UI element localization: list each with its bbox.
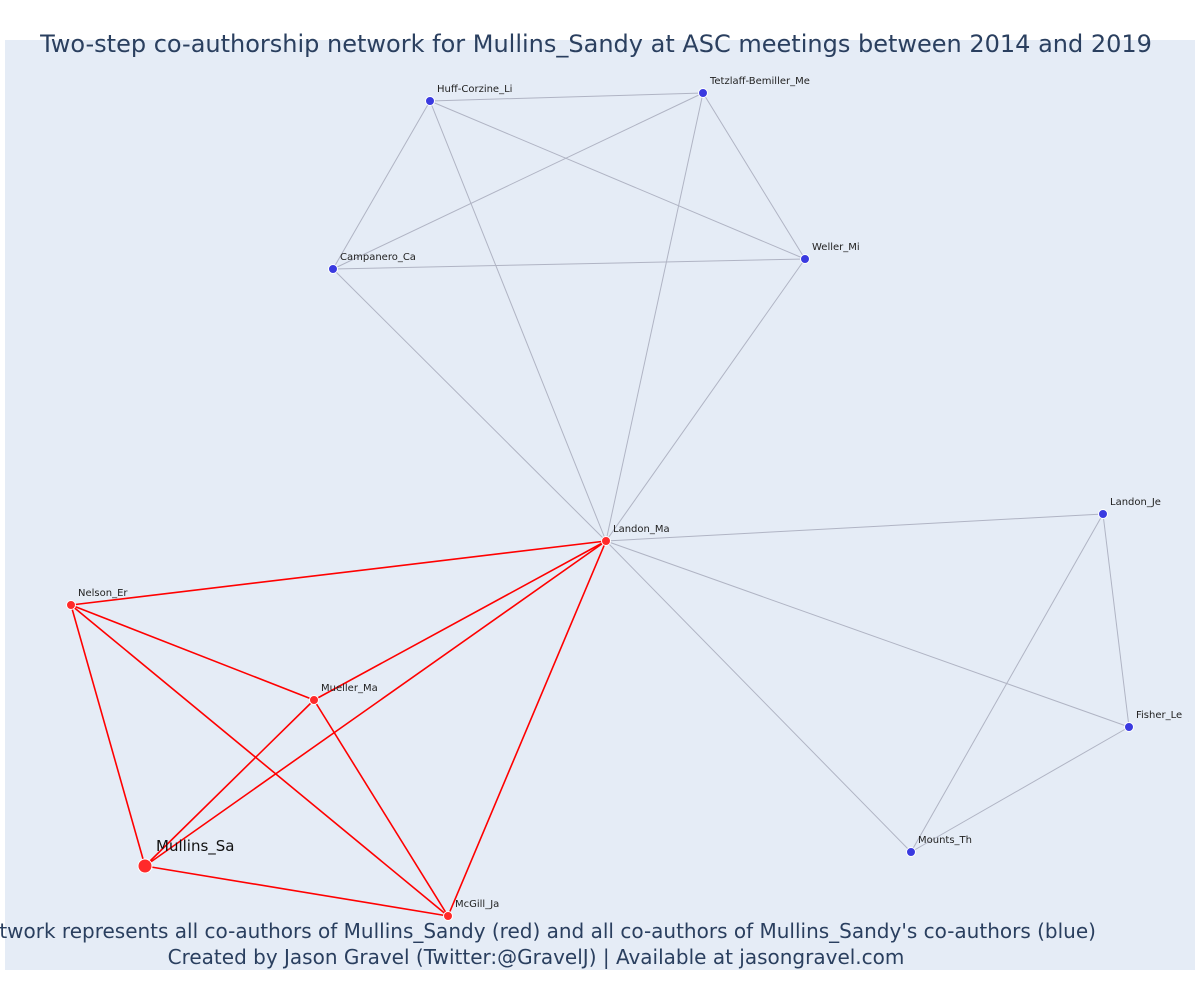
plot-background	[5, 40, 1195, 970]
node-Fisher_Le[interactable]	[1124, 722, 1134, 732]
labels-layer: Mullins_Sa Landon_MaNelson_ErMueller_MaMc…	[78, 76, 1182, 910]
node-Nelson_Er[interactable]	[66, 600, 76, 610]
chart-title: Two-step co-authorship network for Mulli…	[39, 30, 1152, 58]
edge-Tetzlaff-Bemiller_Me-Weller_Mi	[702, 92, 806, 260]
node-label-Huff-Corzine_Li: Huff-Corzine_Li	[437, 84, 512, 95]
node-label-McGill_Ja: McGill_Ja	[455, 899, 499, 910]
edge-Landon_Ma-Mounts_Th	[605, 540, 912, 853]
edge-Huff-Corzine_Li-Campanero_Ca	[332, 100, 431, 270]
node-Tetzlaff-Bemiller_Me[interactable]	[698, 88, 708, 98]
node-label-Fisher_Le: Fisher_Le	[1136, 710, 1182, 721]
node-Landon_Ma[interactable]	[601, 536, 611, 546]
edge-Landon_Je-Fisher_Le	[1102, 513, 1130, 728]
edge-Weller_Mi-Landon_Ma	[605, 258, 806, 542]
edge-Huff-Corzine_Li-Weller_Mi	[429, 100, 806, 260]
edge-Nelson_Er-Landon_Ma	[70, 540, 607, 606]
node-McGill_Ja[interactable]	[443, 911, 453, 921]
node-label-Landon_Je: Landon_Je	[1110, 497, 1161, 508]
edge-Mueller_Ma-McGill_Ja	[313, 699, 449, 917]
caption-line-2: Created by Jason Gravel (Twitter:@Gravel…	[168, 945, 905, 969]
edge-Mullins_Sa-Mueller_Ma	[144, 699, 315, 867]
node-label-Tetzlaff-Bemiller_Me: Tetzlaff-Bemiller_Me	[709, 76, 810, 87]
node-Landon_Je[interactable]	[1098, 509, 1108, 519]
caption-line-1: Network represents all co-authors of Mul…	[0, 919, 1096, 943]
edge-Landon_Ma-Fisher_Le	[605, 540, 1130, 728]
node-Mueller_Ma[interactable]	[309, 695, 319, 705]
edges-layer	[70, 92, 1130, 917]
edge-Mullins_Sa-Nelson_Er	[70, 604, 146, 867]
edge-Landon_Je-Mounts_Th	[910, 513, 1104, 853]
node-label-Mullins_Sa: Mullins_Sa	[156, 837, 235, 856]
node-Mullins_Sa[interactable]	[137, 858, 153, 874]
edge-McGill_Ja-Landon_Ma	[447, 540, 607, 917]
node-label-Campanero_Ca: Campanero_Ca	[340, 252, 416, 263]
node-label-Mueller_Ma: Mueller_Ma	[321, 683, 378, 694]
node-Huff-Corzine_Li[interactable]	[425, 96, 435, 106]
edge-Landon_Ma-Landon_Je	[605, 513, 1104, 542]
edge-Campanero_Ca-Weller_Mi	[332, 258, 806, 270]
edge-Mullins_Sa-Landon_Ma	[144, 540, 607, 867]
node-Campanero_Ca[interactable]	[328, 264, 338, 274]
edge-Tetzlaff-Bemiller_Me-Landon_Ma	[605, 92, 704, 542]
node-Weller_Mi[interactable]	[800, 254, 810, 264]
edge-Campanero_Ca-Landon_Ma	[332, 268, 607, 542]
edge-Nelson_Er-McGill_Ja	[70, 604, 449, 917]
node-label-Nelson_Er: Nelson_Er	[78, 588, 128, 599]
node-label-Weller_Mi: Weller_Mi	[812, 242, 860, 253]
edge-Nelson_Er-Mueller_Ma	[70, 604, 315, 701]
node-label-Mounts_Th: Mounts_Th	[918, 835, 972, 846]
edge-Fisher_Le-Mounts_Th	[910, 726, 1130, 853]
node-label-Landon_Ma: Landon_Ma	[613, 524, 670, 535]
edge-Huff-Corzine_Li-Landon_Ma	[429, 100, 607, 542]
node-Mounts_Th[interactable]	[906, 847, 916, 857]
edge-Tetzlaff-Bemiller_Me-Campanero_Ca	[332, 92, 704, 270]
nodes-layer	[66, 88, 1134, 921]
edge-Mueller_Ma-Landon_Ma	[313, 540, 607, 701]
edge-Mullins_Sa-McGill_Ja	[144, 865, 449, 917]
edge-Huff-Corzine_Li-Tetzlaff-Bemiller_Me	[429, 92, 704, 102]
